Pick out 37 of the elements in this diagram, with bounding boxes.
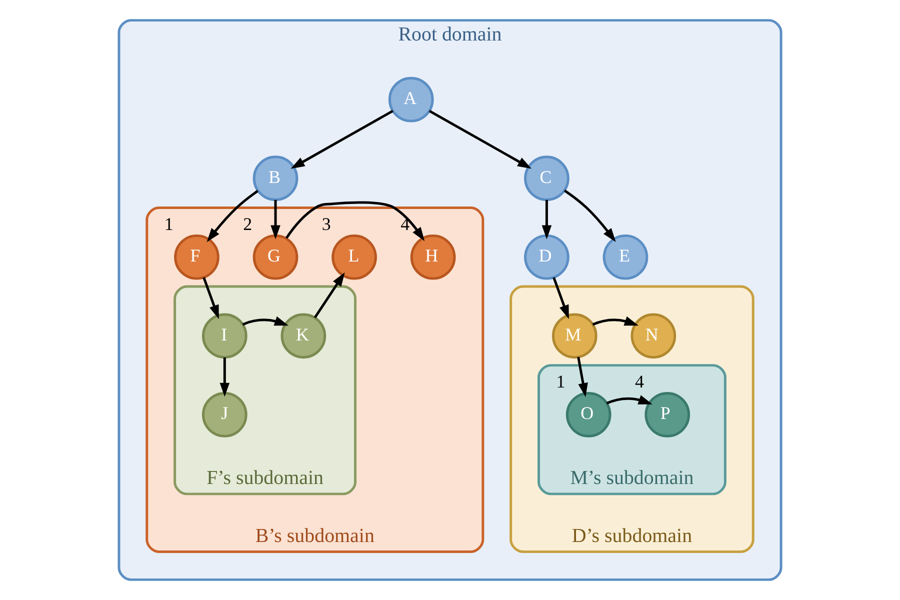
- node-label: 1: [556, 372, 566, 392]
- arrow: [290, 110, 394, 169]
- arrow: [220, 357, 230, 397]
- node-circle: M: [552, 313, 598, 359]
- arrow: [542, 200, 552, 240]
- arrow: [206, 190, 258, 242]
- arrow: [592, 316, 638, 326]
- arrow: [270, 200, 280, 240]
- node-label: 4: [634, 372, 644, 392]
- node-circle: K: [280, 313, 326, 359]
- node-circle: J: [202, 392, 248, 438]
- arrow: [428, 110, 532, 169]
- node-label: 2: [243, 214, 252, 234]
- node-circle: L: [332, 234, 377, 280]
- node-label: 1: [164, 214, 174, 234]
- node-circle: N: [630, 313, 676, 359]
- node-circle: H: [410, 234, 456, 280]
- node-label: 4: [400, 214, 410, 234]
- arrow: [285, 201, 425, 242]
- arrow: [202, 277, 219, 320]
- arrow: [564, 190, 616, 242]
- node-circle: F: [174, 234, 220, 280]
- node-circle: G: [252, 234, 298, 280]
- node-circle: E: [602, 234, 648, 280]
- node-circle: C: [524, 156, 570, 202]
- arrow: [314, 272, 345, 318]
- arrow: [606, 395, 652, 404]
- node-circle: I: [202, 313, 248, 359]
- node-circle: B: [252, 156, 298, 202]
- arrow: [577, 356, 588, 398]
- arrow: [242, 316, 289, 326]
- node-circle: O: [566, 392, 612, 438]
- node-circle: D: [524, 234, 570, 280]
- arrow: [552, 277, 569, 320]
- node-label: 3: [322, 214, 331, 234]
- node-circle: P: [644, 392, 690, 438]
- node-circle: A: [388, 76, 434, 122]
